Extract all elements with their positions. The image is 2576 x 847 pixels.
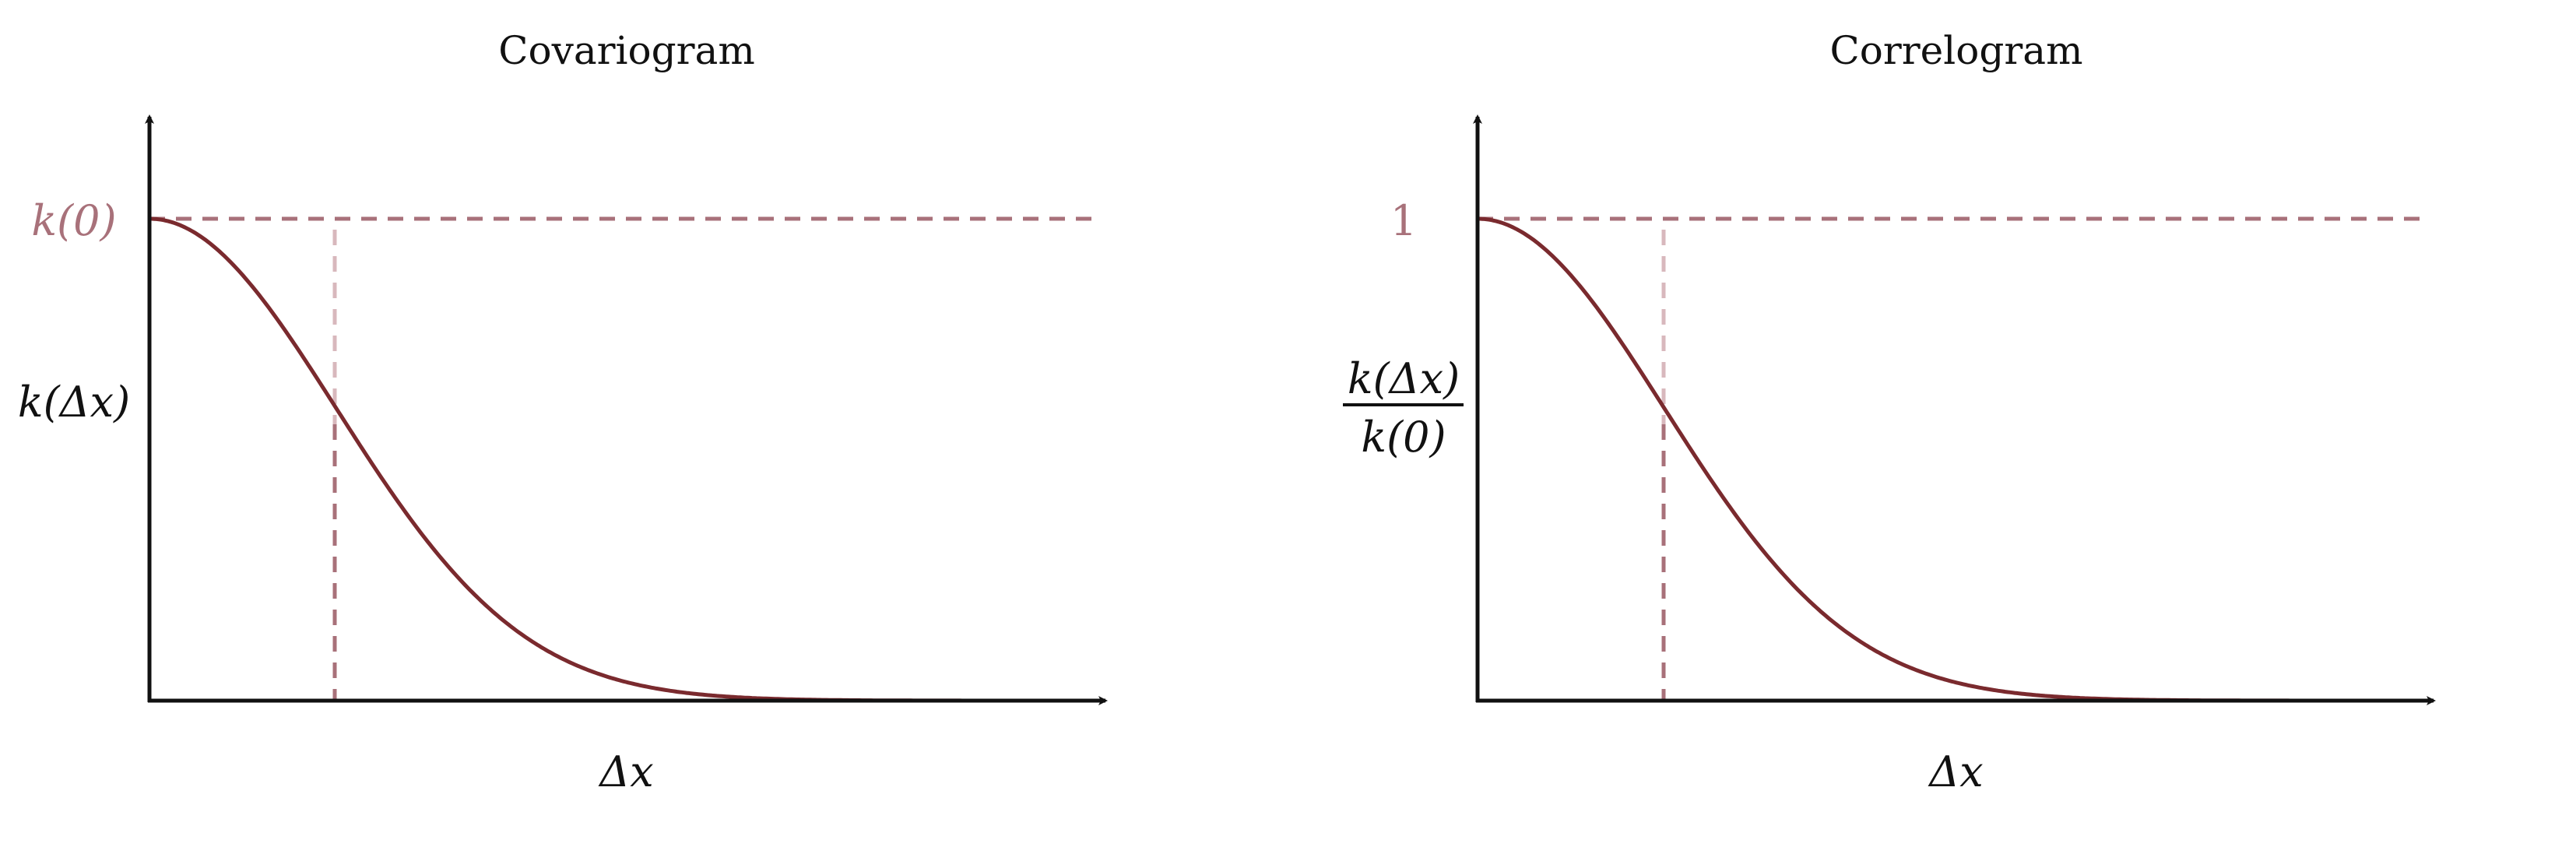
y-axis-label: k(Δx) [18,378,130,427]
panel-correlogram: Correlogram 1 k(Δx) k(0) Δx [1343,28,2436,796]
decay-curve [149,216,1004,703]
y-axis-label-numerator: k(Δx) [1348,354,1460,403]
top-reference-label: k(0) [31,196,116,245]
panel-title-correlogram: Correlogram [1830,28,2083,73]
y-axis-label-denominator: k(0) [1361,413,1446,462]
x-axis-label: Δx [1928,747,1983,796]
top-reference-label: 1 [1390,196,1417,245]
panel-covariogram: Covariogram k(0) k(Δx) Δx [18,28,1108,796]
decay-curve [1478,216,2332,703]
x-axis-label: Δx [598,747,653,796]
panel-title-covariogram: Covariogram [498,28,755,73]
